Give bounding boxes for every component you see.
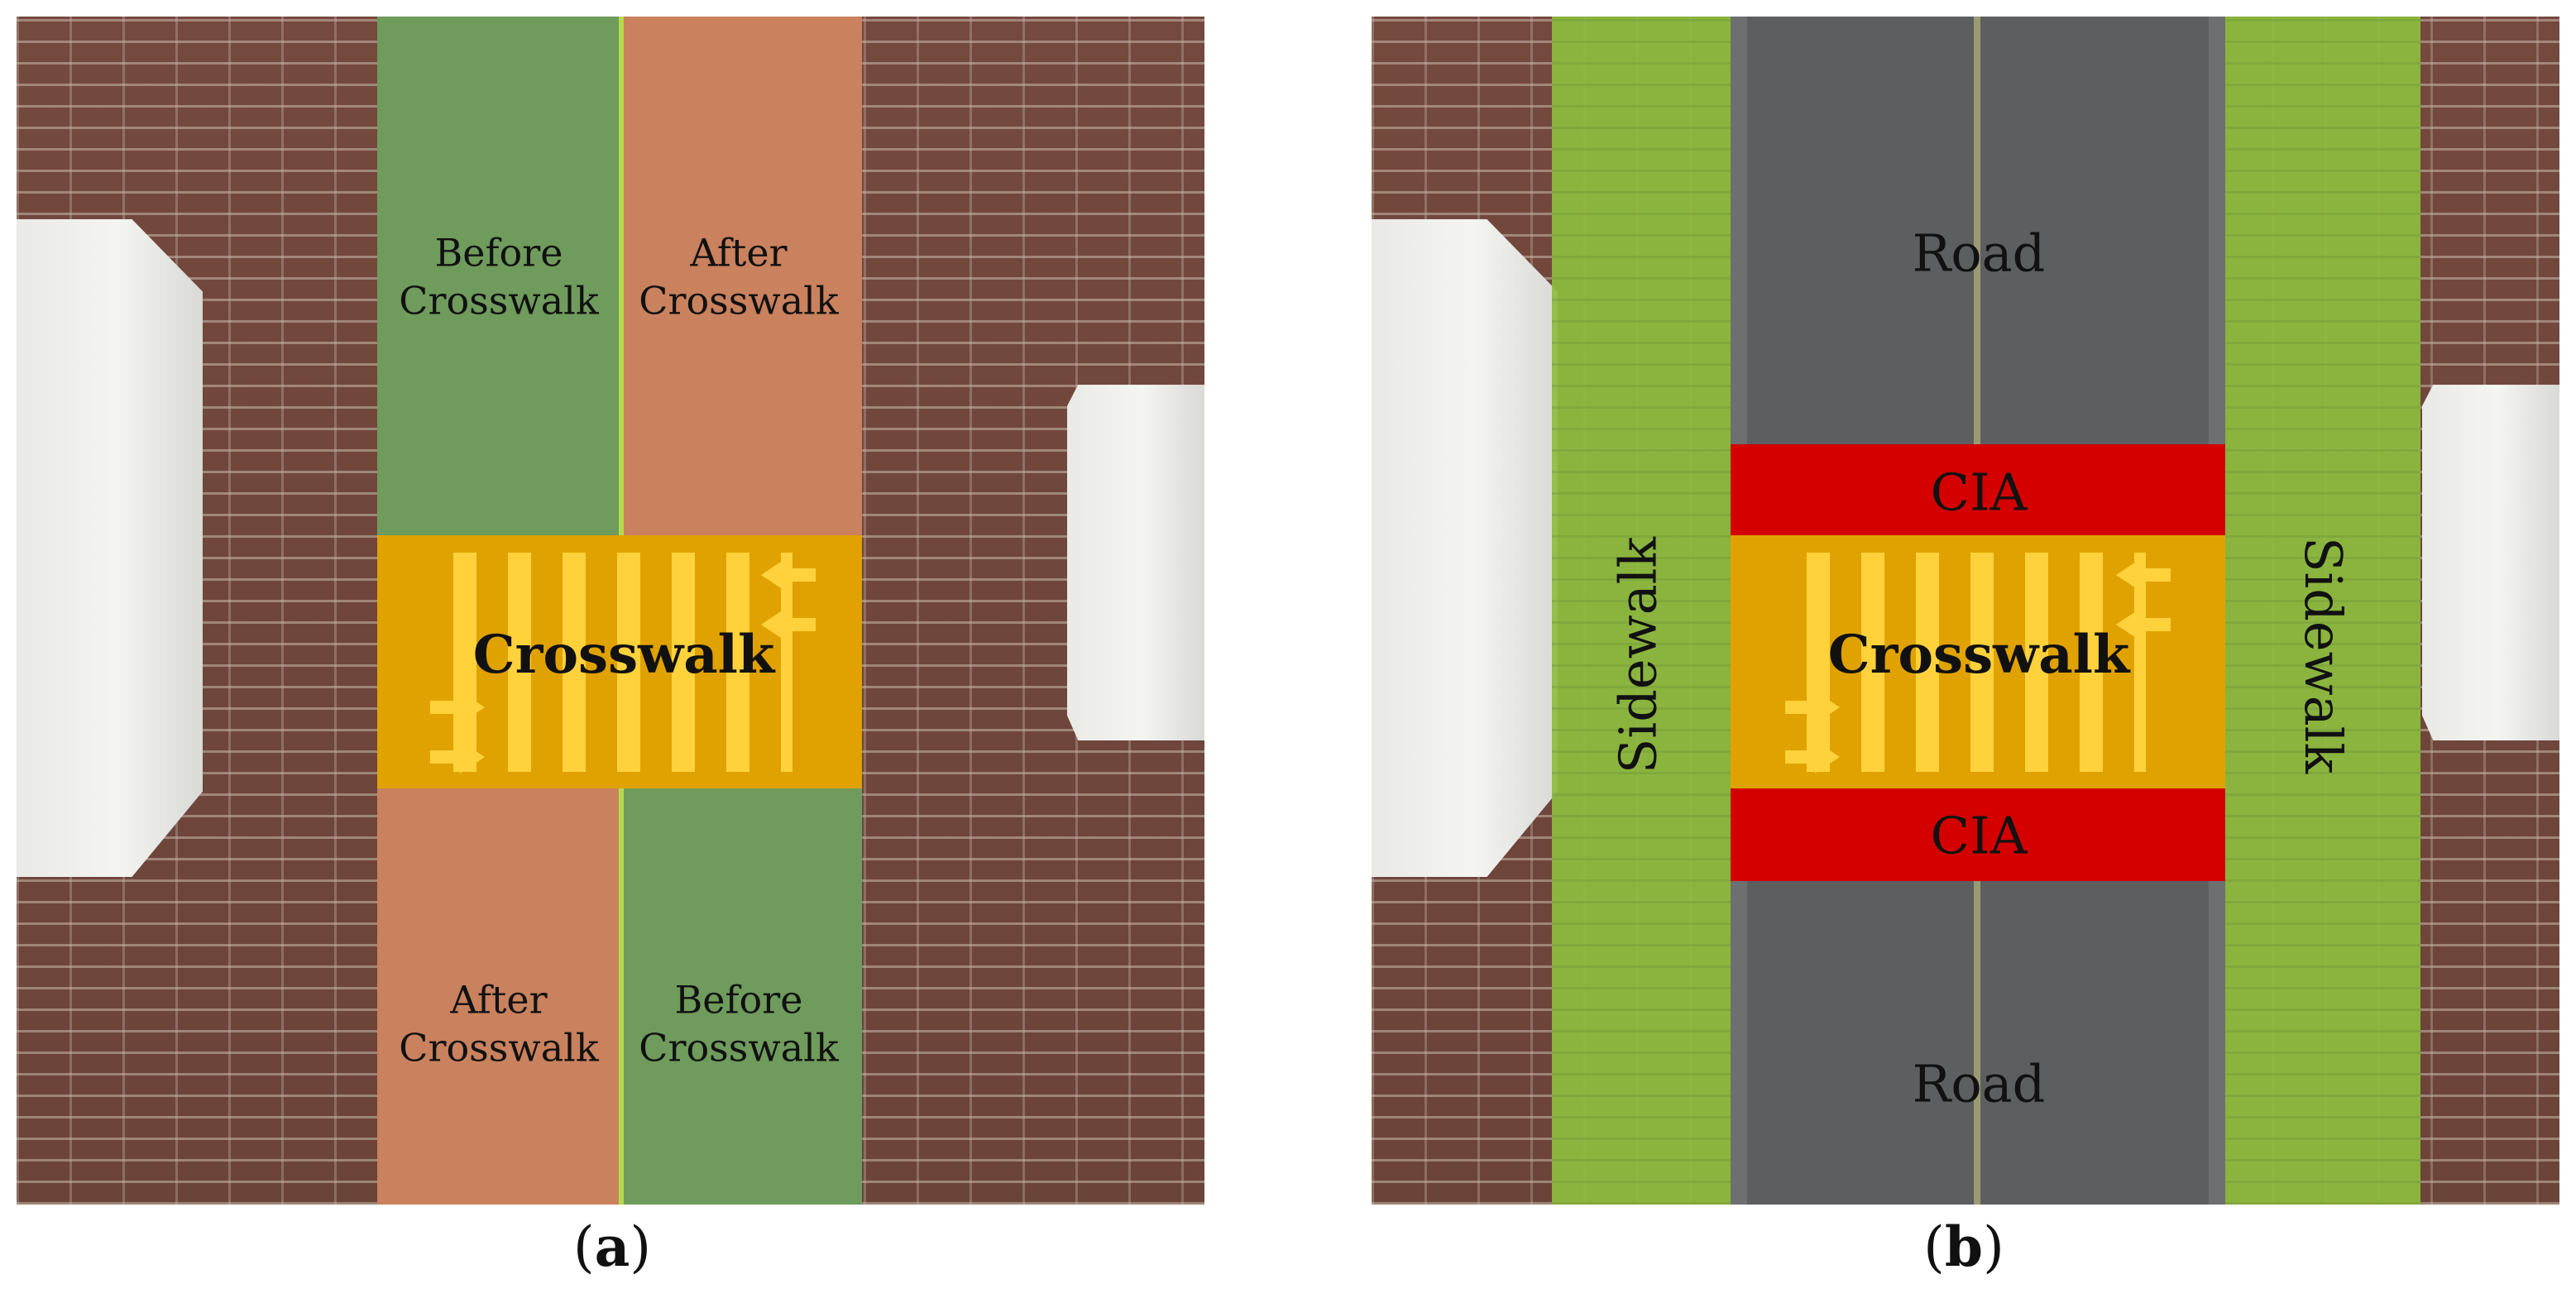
sidewalk-right: [2225, 17, 2420, 1205]
after-crosswalk-zone-bottom: [377, 788, 622, 1205]
label-cia-bottom: CIA: [1930, 805, 2028, 866]
cia-zone-top: [1731, 444, 2225, 535]
arrows-left-icon: [2116, 558, 2171, 641]
concrete-block-right: [2422, 385, 2559, 740]
concrete-block-right: [1067, 385, 1204, 740]
arrows-right-icon: [1785, 691, 1840, 774]
label-crosswalk: Crosswalk: [472, 624, 775, 686]
panel-b-scene: Road CIA Crosswalk CIA Road Sidewalk Sid…: [1372, 17, 2559, 1205]
cia-zone-bottom: [1731, 788, 2225, 881]
crosswalk-stripes: [1807, 553, 2146, 772]
label-sidewalk-right: Sidewalk: [2292, 536, 2353, 774]
label-road-top: Road: [1912, 223, 2046, 284]
caption-a: (a): [572, 1214, 652, 1279]
label-sidewalk-left: Sidewalk: [1607, 536, 1669, 774]
before-crosswalk-zone-top: [377, 17, 622, 535]
label-cia-top: CIA: [1930, 462, 2028, 523]
label-road-bottom: Road: [1912, 1053, 2046, 1114]
concrete-block-left: [17, 219, 203, 877]
sidewalk-left: [1552, 17, 1731, 1205]
caption-b: (b): [1923, 1214, 2004, 1279]
after-crosswalk-zone-top: [622, 17, 862, 535]
arrows-right-icon: [430, 691, 485, 774]
label-crosswalk: Crosswalk: [1827, 624, 2130, 686]
crosswalk-stripes: [453, 553, 792, 772]
before-crosswalk-zone-bottom: [622, 788, 862, 1205]
arrows-left-icon: [761, 558, 816, 641]
concrete-block-left: [1372, 219, 1558, 877]
